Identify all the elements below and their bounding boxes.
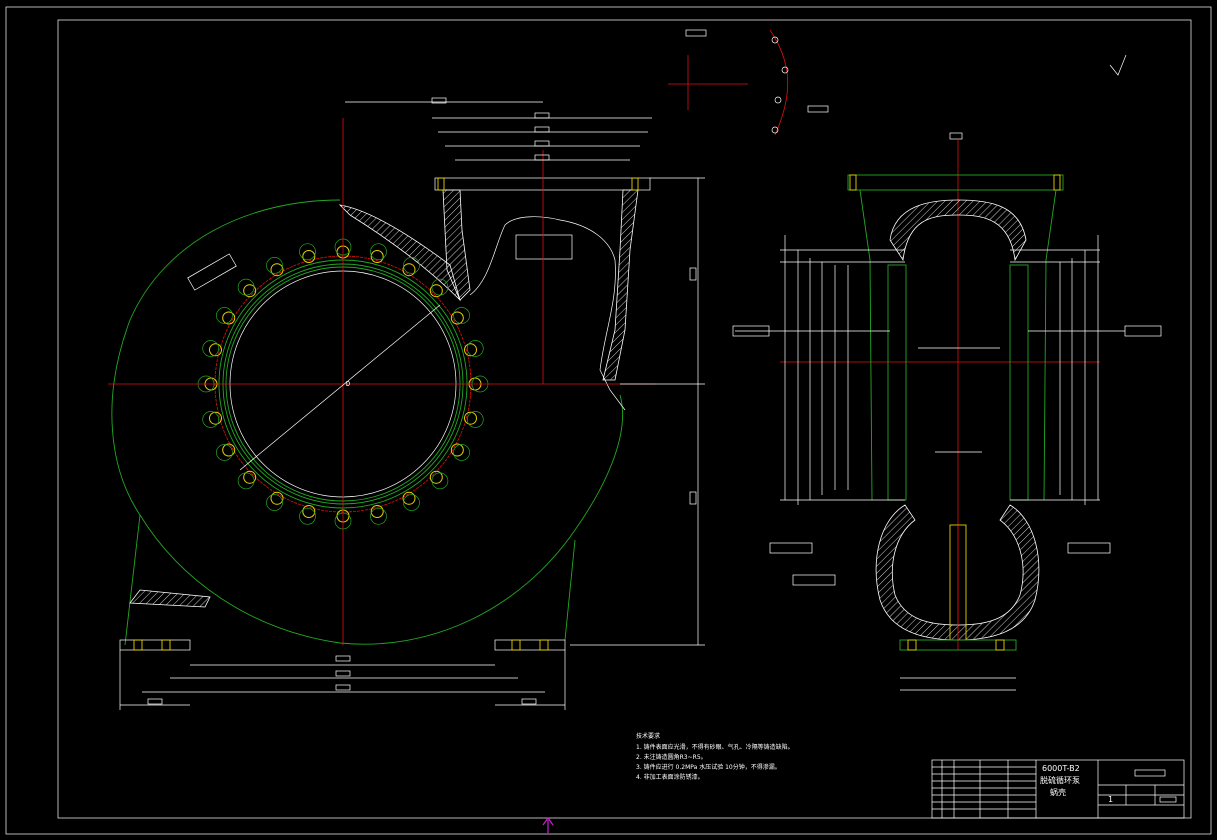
bolt-hole xyxy=(270,491,284,505)
bolt-hole xyxy=(243,284,257,298)
tech-req-line-3: 3. 铸件应进行 0.2MPa 水压试验 10分钟，不得渗漏。 xyxy=(636,763,781,771)
bolt-hole xyxy=(464,411,477,425)
bolt-hole xyxy=(370,505,384,518)
bolt-hole xyxy=(370,250,384,263)
side-upper-shell xyxy=(889,199,1027,262)
side-dimension-lines xyxy=(735,235,1125,691)
bolt-boss xyxy=(202,340,220,357)
discharge-flange xyxy=(434,177,651,191)
bolt-boss xyxy=(299,507,316,525)
inner-frame xyxy=(57,19,1192,819)
foot-left-hatch xyxy=(129,589,211,608)
tolerance-frames xyxy=(732,325,1162,586)
bolt-boss xyxy=(237,472,255,490)
bolt-hole xyxy=(270,263,284,277)
front-dimension-text xyxy=(147,97,697,705)
bolt-boss xyxy=(403,494,420,511)
bolt-hole xyxy=(302,505,316,518)
side-inner-liner-left xyxy=(887,264,907,501)
bolt-boss xyxy=(299,243,316,261)
bolt-boss xyxy=(237,278,255,296)
bolt-boss xyxy=(266,494,283,511)
bolt-hole xyxy=(450,311,464,325)
bolt-boss xyxy=(202,411,220,428)
discharge-neck-right-hatch xyxy=(602,189,639,381)
detail-view-top xyxy=(668,29,829,136)
side-top-label-box xyxy=(949,132,963,140)
side-body-wall-left xyxy=(859,189,873,501)
bolt-hole xyxy=(450,443,464,457)
bolt-boss xyxy=(216,444,233,461)
side-lower-shell xyxy=(875,504,1040,641)
diameter-leader xyxy=(239,304,441,471)
front-dimension-lines xyxy=(119,101,705,710)
bolt-boss xyxy=(216,307,233,324)
bolt-hole xyxy=(402,491,416,505)
section-label-box xyxy=(515,234,573,260)
foot-bolt-4 xyxy=(539,639,549,651)
title-part-sub: 蜗壳 xyxy=(1050,787,1066,797)
bolt-boss xyxy=(453,307,470,324)
volute-outer-contour xyxy=(111,199,623,645)
side-base xyxy=(899,639,1017,651)
bolt-hole xyxy=(402,263,416,277)
foot-bolt-2 xyxy=(161,639,171,651)
foot-right xyxy=(494,639,566,651)
side-top-flange xyxy=(847,174,1064,191)
title-part-no: 6000T-B2 xyxy=(1042,764,1080,773)
bolt-hole xyxy=(243,470,257,484)
bolt-hole xyxy=(429,284,443,298)
foot-bolt-3 xyxy=(511,639,521,651)
discharge-flange-bolt-l xyxy=(437,177,445,191)
center-mark: D xyxy=(346,380,350,388)
discharge-inner xyxy=(469,216,626,411)
volute-outer-right xyxy=(564,539,576,641)
bolt-boss xyxy=(466,411,484,428)
title-scale: 1 xyxy=(1108,795,1113,804)
bolt-boss xyxy=(403,257,420,274)
bolt-boss xyxy=(431,278,449,296)
front-view: D xyxy=(108,97,705,710)
title-block: 6000T-B2 脱硫循环泵 蜗壳 1 xyxy=(931,759,1185,819)
title-part-name: 脱硫循环泵 xyxy=(1040,775,1080,785)
side-view xyxy=(732,132,1162,691)
technical-requirements: 技术要求 1. 铸件表面应光滑，不得有砂眼、气孔、冷隔等铸造缺陷。 2. 未注铸… xyxy=(636,732,794,781)
tech-req-heading: 技术要求 xyxy=(636,732,660,740)
note-tag-rotated xyxy=(187,253,237,291)
outer-frame xyxy=(5,6,1212,835)
bolt-hole xyxy=(209,411,222,425)
tech-req-line-4: 4. 非加工表面涂防锈漆。 xyxy=(636,773,704,781)
discharge-neck-hatch-left xyxy=(338,204,461,302)
bottom-center-arrow xyxy=(542,816,554,833)
bolt-hole xyxy=(209,343,222,357)
bolt-hole xyxy=(222,311,236,325)
bolt-hole xyxy=(429,470,443,484)
bolt-boss xyxy=(431,472,449,490)
bolt-boss xyxy=(266,257,283,274)
volute-outer-left xyxy=(124,514,141,646)
roughness-symbol xyxy=(1109,54,1127,76)
side-body-wall-right xyxy=(1043,189,1057,501)
bolt-boss xyxy=(453,444,470,461)
bolt-boss xyxy=(466,340,484,357)
foot-left xyxy=(119,639,191,651)
foot-bolt-1 xyxy=(133,639,143,651)
discharge-flange-bolt-r xyxy=(631,177,639,191)
bolt-boss xyxy=(370,507,387,525)
bolt-boss xyxy=(370,243,387,261)
bolt-hole xyxy=(464,343,477,357)
tech-req-line-2: 2. 未注铸造圆角R3~R5。 xyxy=(636,753,707,761)
bolt-hole xyxy=(222,443,236,457)
side-inner-liner-right xyxy=(1009,264,1029,501)
tech-req-line-1: 1. 铸件表面应光滑，不得有砂眼、气孔、冷隔等铸造缺陷。 xyxy=(636,743,794,751)
bolt-hole xyxy=(302,250,316,263)
